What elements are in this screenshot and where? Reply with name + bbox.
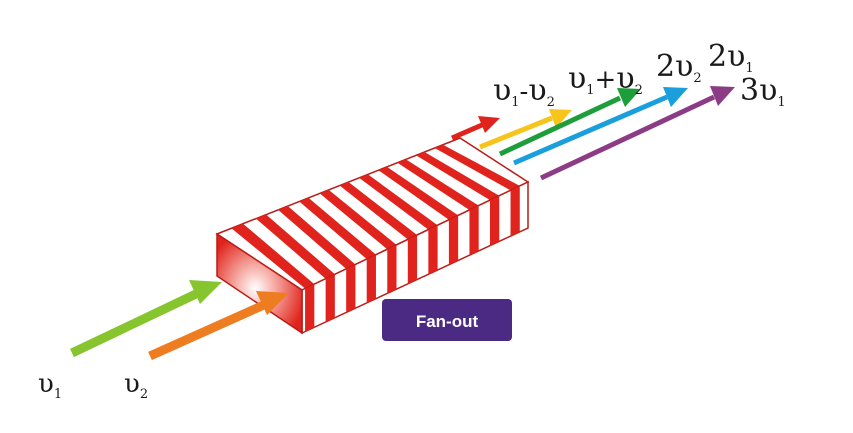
- crystal-side-stripe: [407, 235, 418, 286]
- crystal-end-face: [216, 232, 303, 335]
- crystal-side-stripe: [305, 284, 315, 333]
- crystal-side-stripe: [428, 225, 438, 276]
- crystal-stripe: [397, 159, 479, 210]
- crystal-top-stripes: [231, 144, 520, 289]
- output-label-sum: υ1+υ2: [568, 61, 643, 98]
- input-arrow-v1: [70, 280, 222, 358]
- output-arrow-2v1: [513, 87, 688, 166]
- crystal-stripe: [278, 206, 356, 269]
- crystal-block: [215, 137, 530, 335]
- fan-out-label: Fan-out: [416, 312, 479, 331]
- output-label-2v2: 2υ2: [656, 49, 702, 86]
- output-arrow-2v2: [498, 88, 641, 157]
- crystal-stripe: [378, 166, 459, 220]
- output-label-3v1: 3υ1: [740, 73, 786, 110]
- crystal-side-stripe: [510, 185, 520, 237]
- crystal-side-stripe: [366, 254, 376, 306]
- crystal-side-stripe: [325, 274, 335, 325]
- output-label-diff: υ1-υ2: [493, 73, 555, 110]
- fan-out-badge: Fan-out: [382, 299, 512, 341]
- crystal-stripe: [416, 152, 500, 201]
- crystal-side-stripes: [305, 185, 520, 333]
- output-label-2v1: 2υ1: [708, 39, 754, 76]
- crystal-stripe: [339, 182, 418, 240]
- input-label-v1: υ1: [38, 369, 62, 402]
- crystal-stripe: [359, 174, 438, 230]
- crystal-side-stripe: [346, 264, 356, 315]
- output-arrow-3v1: [539, 86, 735, 181]
- crystal-stripe: [434, 144, 520, 191]
- output-arrow-diff: [451, 116, 500, 141]
- output-arrow-sum: [479, 109, 572, 150]
- input-label-v2: υ2: [124, 369, 148, 402]
- crystal-side-stripe: [448, 215, 459, 266]
- crystal-side-stripe: [469, 205, 479, 256]
- crystal-stripe: [256, 214, 335, 279]
- crystal-side-stripe: [489, 195, 500, 247]
- crystal-stripe: [319, 189, 397, 250]
- crystal-side-stripe: [387, 244, 397, 296]
- crystal-stripe: [299, 197, 376, 260]
- input-arrow-v2: [148, 291, 289, 361]
- crystal-stripe: [231, 223, 315, 289]
